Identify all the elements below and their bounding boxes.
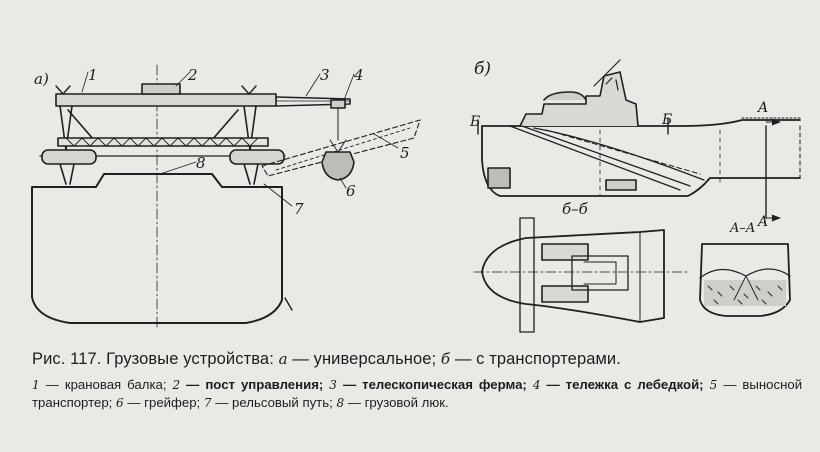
section-mark-b-left: Б [469, 114, 480, 130]
legend-item: 7 — рельсовый путь; [203, 395, 333, 410]
view-a-drawing [31, 64, 421, 331]
hull-profile [481, 125, 801, 197]
caption-b-text: — с транспортерами. [454, 350, 621, 368]
caption-a-letter: а [278, 350, 288, 368]
control-post [141, 83, 181, 95]
grab [321, 151, 355, 181]
callout-4: 4 [353, 66, 364, 84]
legend-item: 4 — тележка с лебедкой; [532, 377, 704, 392]
legend-item: 1 — крановая балка; [32, 377, 167, 392]
section-mark-a-bottom: A [756, 214, 768, 230]
rail-track [59, 163, 259, 185]
crane-beam [55, 93, 277, 107]
legend-item: 3 — телескопическая ферма; [329, 377, 527, 392]
view-b-drawing [477, 59, 801, 222]
telescopic-truss [275, 96, 351, 107]
callout-1: 1 [88, 66, 98, 84]
legend-item: 2 — пост управления; [172, 377, 324, 392]
view-a-label: а) [34, 70, 49, 88]
legend-item: 6 — грейфер; [116, 395, 201, 410]
caption-prefix: Рис. 117. Грузовые устройства: [32, 350, 274, 368]
hull-section [31, 173, 283, 324]
section-bb-title: б–б [562, 200, 589, 218]
section-mark-b-right: Б [661, 112, 672, 128]
section-bb-plan [473, 217, 691, 333]
callout-2: 2 [187, 66, 198, 84]
section-mark-a-top: A [756, 100, 768, 116]
legend-item: 5 — выносной транспортер; [32, 377, 803, 410]
legend-item: 8 — грузовой люк. [336, 395, 449, 410]
figure-caption: Рис. 117. Грузовые устройства: а — униве… [32, 350, 802, 369]
callout-7: 7 [294, 200, 304, 218]
lower-truss [57, 137, 269, 147]
caption-b-letter: б [440, 350, 451, 368]
callout-8: 8 [196, 154, 206, 172]
superstructure [519, 71, 639, 127]
trolley [330, 99, 346, 109]
callout-5: 5 [400, 144, 410, 162]
figure-legend: 1 — крановая балка; 2 — пост управления;… [32, 376, 802, 412]
section-aa-title: A–A [729, 221, 755, 236]
callout-3: 3 [320, 66, 330, 84]
outboard-conveyor [261, 119, 421, 177]
callout-6: 6 [346, 182, 356, 200]
caption-a-text: — универсальное; [292, 350, 437, 368]
section-aa [699, 243, 791, 317]
view-b-label: б) [474, 59, 491, 79]
figure-drawing: а) б) 1 2 3 4 5 6 7 8 Б Б A A б–б A–A [31, 59, 801, 333]
